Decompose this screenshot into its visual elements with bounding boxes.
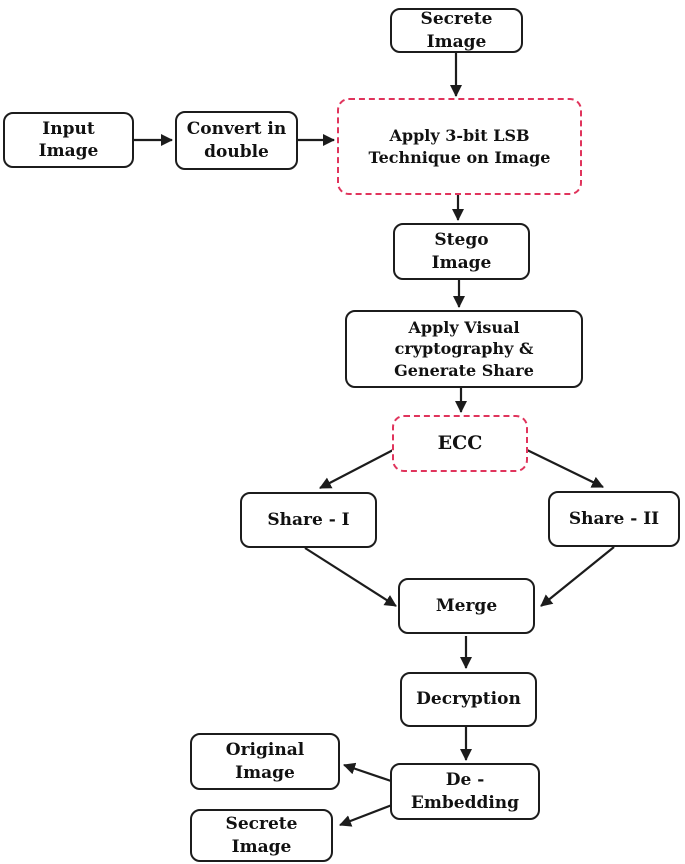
arrow-deembed-to-original [343, 762, 395, 784]
node-decryption: Decryption [400, 672, 537, 727]
node-share-1: Share - I [240, 492, 377, 548]
node-input-image: Input Image [3, 112, 134, 168]
node-merge: Merge [398, 578, 535, 634]
node-convert-in-double: Convert in double [175, 111, 298, 170]
node-apply-visual-cryptography: Apply Visual cryptography & Generate Sha… [345, 310, 583, 388]
arrow-ecc-to-share2 [524, 448, 604, 488]
node-stego-image: Stego Image [393, 223, 530, 280]
node-de-embedding: De - Embedding [390, 763, 540, 820]
node-apply-3bit-lsb: Apply 3-bit LSB Technique on Image [337, 98, 582, 195]
node-share-2: Share - II [548, 491, 680, 547]
arrow-ecc-to-share1 [319, 448, 396, 489]
arrow-share2-to-merge [540, 546, 615, 607]
arrow-deembed-to-secrete [339, 803, 393, 827]
node-ecc: ECC [392, 415, 528, 472]
node-secrete-image-bottom: Secrete Image [190, 809, 333, 862]
arrow-share1-to-merge [304, 547, 397, 607]
node-secrete-image-top: Secrete Image [390, 8, 523, 53]
node-original-image: Original Image [190, 733, 340, 790]
